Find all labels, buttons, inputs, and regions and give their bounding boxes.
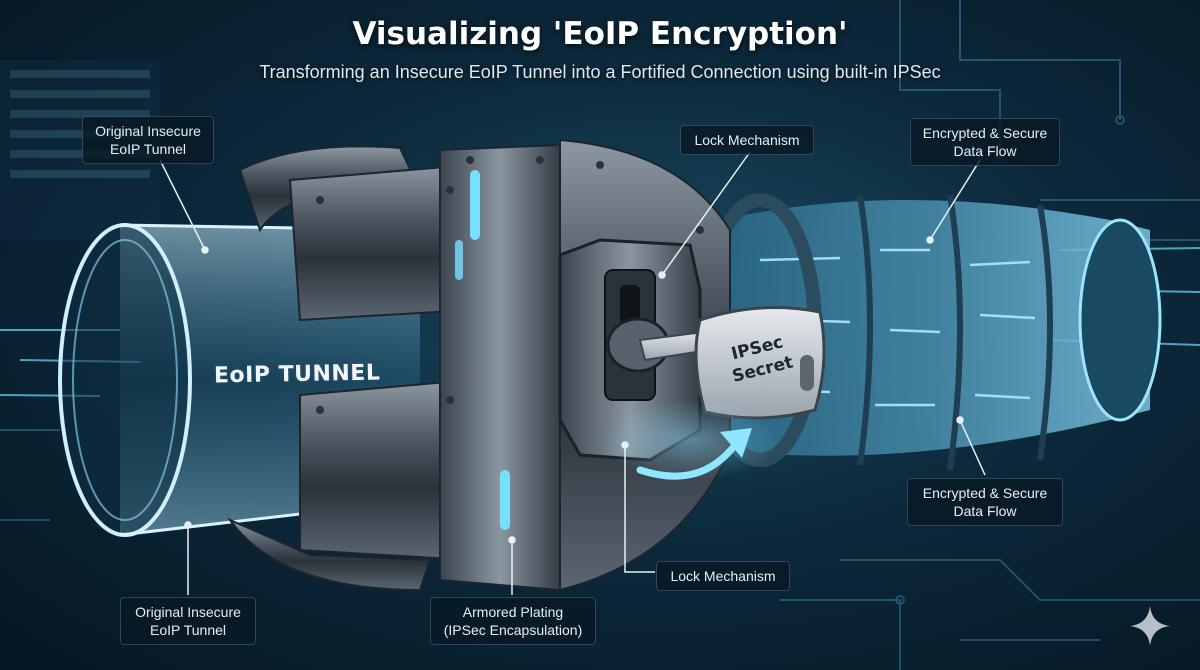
ipsec-key xyxy=(638,306,826,420)
callout-lock-mechanism-bottom: Lock Mechanism xyxy=(656,561,790,591)
callout-line: Lock Mechanism xyxy=(694,132,800,148)
callout-original-tunnel-top: Original Insecure EoIP Tunnel xyxy=(82,116,214,164)
callout-line: EoIP Tunnel xyxy=(109,141,187,157)
callout-line: Data Flow xyxy=(953,503,1017,519)
callout-lock-mechanism-top: Lock Mechanism xyxy=(680,125,814,155)
sparkle-icon xyxy=(1130,606,1170,646)
page-subtitle: Transforming an Insecure EoIP Tunnel int… xyxy=(259,62,941,82)
callout-line: Lock Mechanism xyxy=(670,568,776,584)
leader-lines xyxy=(159,151,986,595)
page-title: Visualizing 'EoIP Encryption' xyxy=(352,16,848,52)
callout-line: Armored Plating xyxy=(462,604,564,620)
callout-line: Original Insecure xyxy=(135,604,241,620)
callout-line: Encrypted & Secure xyxy=(922,125,1048,141)
tunnel-label: EoIP TUNNEL xyxy=(213,360,381,389)
callout-original-tunnel-bottom: Original Insecure EoIP Tunnel xyxy=(120,597,256,645)
callout-line: EoIP Tunnel xyxy=(149,622,227,638)
callout-line: Encrypted & Secure xyxy=(922,485,1048,501)
callout-line: (IPSec Encapsulation) xyxy=(443,622,583,638)
callout-line: Data Flow xyxy=(953,143,1017,159)
callout-encrypted-flow-bottom: Encrypted & Secure Data Flow xyxy=(907,478,1063,526)
callout-armored-plating: Armored Plating (IPSec Encapsulation) xyxy=(430,597,596,645)
curved-arrow-icon xyxy=(600,400,780,480)
callout-line: Original Insecure xyxy=(95,123,201,139)
callout-encrypted-flow-top: Encrypted & Secure Data Flow xyxy=(910,118,1060,166)
